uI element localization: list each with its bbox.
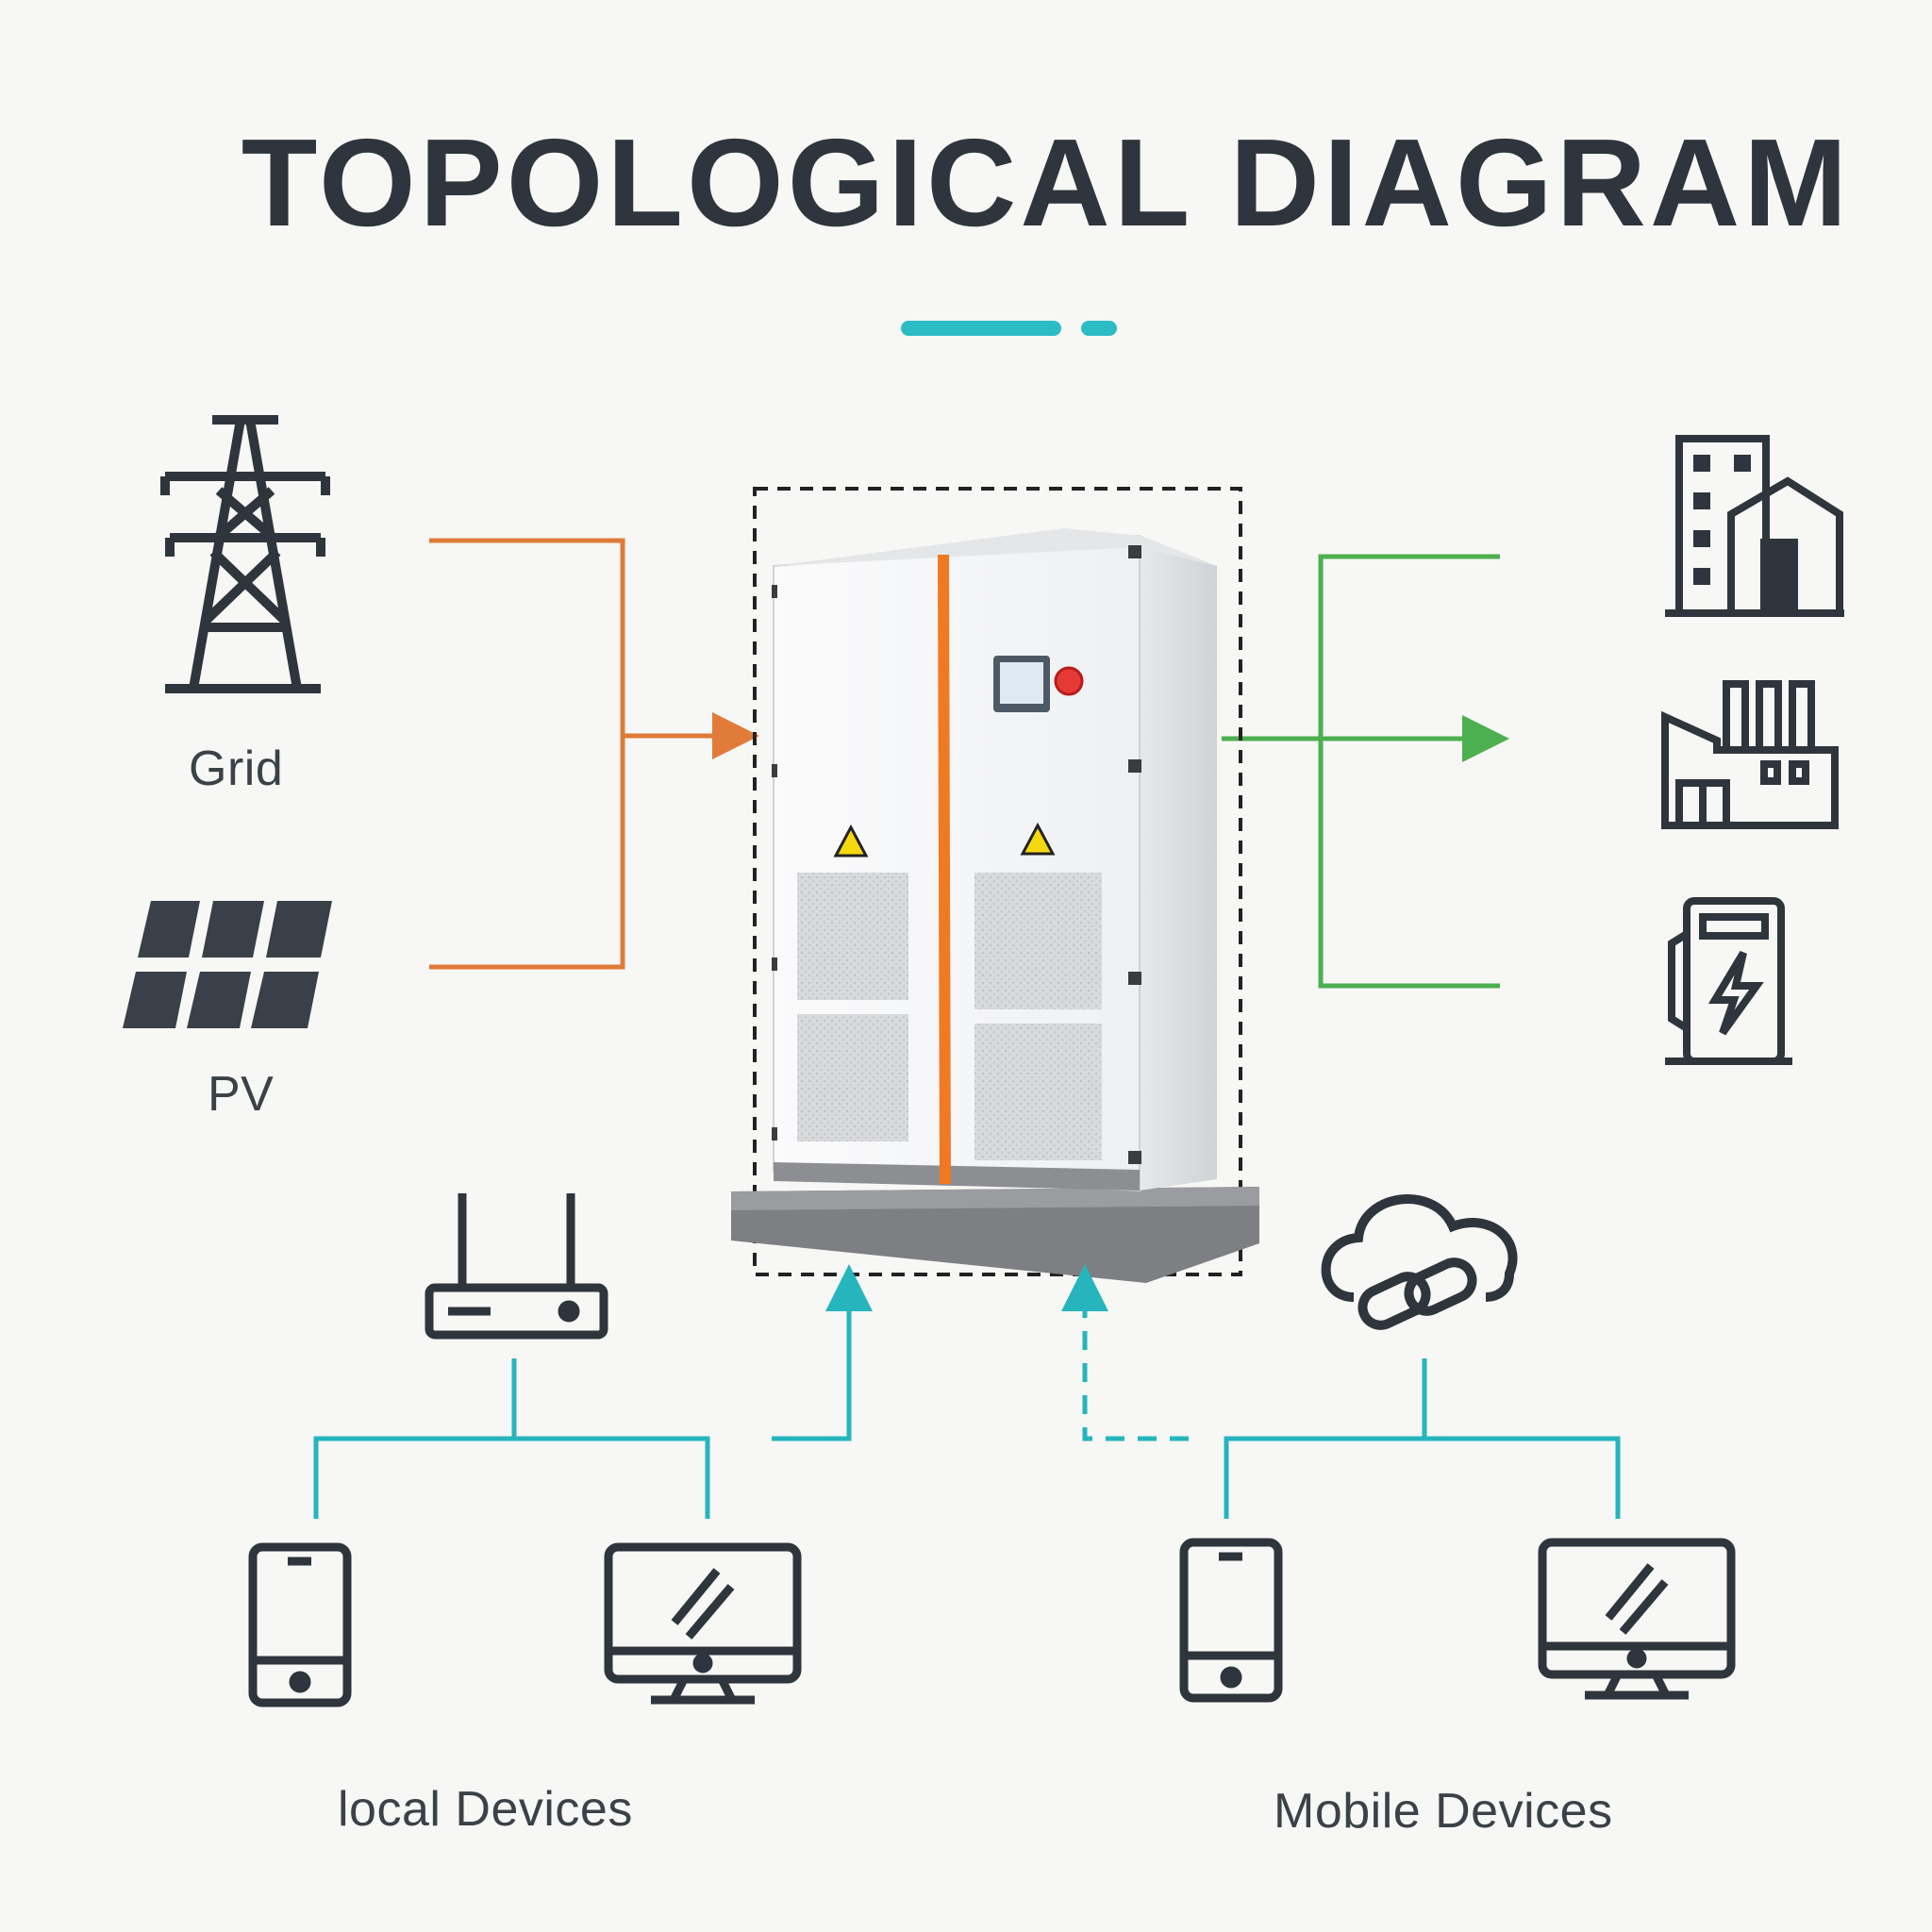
output-power-lines	[1222, 554, 1509, 989]
input-power-lines	[429, 538, 759, 970]
ev-charger-icon	[1665, 897, 1792, 1065]
cloud-link-icon	[1321, 1194, 1518, 1330]
mobile-devices-label: Mobile Devices	[1274, 1784, 1613, 1839]
local-devices-label: local Devices	[338, 1782, 633, 1837]
solar-panel-icon	[123, 901, 332, 1028]
factory-icon	[1661, 680, 1839, 829]
local-smartphone-icon	[248, 1542, 352, 1707]
title-accent-bar	[901, 321, 1117, 336]
building-icon	[1665, 435, 1844, 617]
pv-label: PV	[208, 1067, 275, 1122]
local-comm-lines	[313, 1264, 873, 1519]
mobile-smartphone-icon	[1179, 1538, 1283, 1703]
page-title: TOPOLOGICAL DIAGRAM	[241, 113, 1852, 252]
router-icon	[425, 1193, 608, 1340]
energy-storage-cabinet-icon	[731, 487, 1259, 1283]
grid-label: Grid	[189, 741, 284, 796]
mobile-comm-lines	[1061, 1264, 1621, 1519]
transmission-tower-icon	[160, 415, 330, 693]
local-monitor-icon	[604, 1542, 802, 1705]
mobile-monitor-icon	[1538, 1538, 1736, 1700]
